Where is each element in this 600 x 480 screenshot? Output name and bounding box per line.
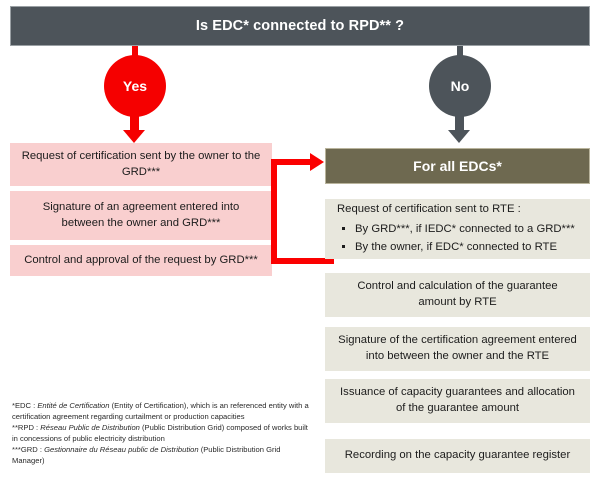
list-item: By GRD***, if IEDC* connected to a GRD**… xyxy=(337,222,578,238)
footnote-rpd-marker: **RPD : xyxy=(12,423,41,432)
footnote-rpd-italic: Réseau Public de Distribution xyxy=(40,423,140,432)
right-step-5-text: Recording on the capacity guarantee regi… xyxy=(344,449,571,462)
decision-question-text: Is EDC* connected to RPD** ? xyxy=(195,18,405,34)
right-step-1-bullet-2: By the owner, if EDC* connected to RTE xyxy=(355,240,557,253)
right-column-title-box: For all EDCs* xyxy=(325,148,590,184)
bullet-dot-icon xyxy=(342,227,345,231)
right-step-box-5: Recording on the capacity guarantee regi… xyxy=(325,439,590,473)
no-arrow-head-icon xyxy=(448,130,470,143)
right-step-4-text: Issuance of capacity guarantees and allo… xyxy=(340,386,575,414)
right-step-box-1: Request of certification sent to RTE : B… xyxy=(325,199,590,259)
right-step-box-2: Control and calculation of the guarantee… xyxy=(325,273,590,317)
left-step-3-text: Control and approval of the request by G… xyxy=(24,253,258,266)
yes-arrow-head-icon xyxy=(123,130,145,143)
footnote-rpd-rest: (Public Distribution Grid) composed of w… xyxy=(12,423,308,443)
connector-arrow-head-icon xyxy=(310,153,324,171)
connector-segment-horizontal-upper xyxy=(271,159,314,165)
connector-segment-horizontal-lower xyxy=(272,258,334,264)
left-step-box-3: Control and approval of the request by G… xyxy=(10,245,272,276)
footnote-edc-marker: *EDC : xyxy=(12,401,38,410)
left-step-1-text: Request of certification sent by the own… xyxy=(21,150,261,178)
yes-stem-connector xyxy=(132,46,138,58)
right-step-1-bullet-1: By GRD***, if IEDC* connected to a GRD**… xyxy=(355,223,575,236)
list-item: By the owner, if EDC* connected to RTE xyxy=(337,240,578,256)
no-arrow-shaft xyxy=(455,112,464,131)
yes-arrow-shaft xyxy=(130,112,139,131)
footnote-edc-italic: Entité de Certification xyxy=(37,401,110,410)
left-step-box-1: Request of certification sent by the own… xyxy=(10,143,272,186)
yes-branch-circle: Yes xyxy=(104,55,166,117)
footnote-grd: ***GRD : Gestionnaire du Réseau public d… xyxy=(12,444,312,466)
decision-header-bar: Is EDC* connected to RPD** ? xyxy=(10,6,590,46)
yes-branch-label: Yes xyxy=(122,78,148,94)
connector-segment-vertical xyxy=(271,159,277,264)
right-step-1-bullet-list: By GRD***, if IEDC* connected to a GRD**… xyxy=(337,220,578,256)
left-step-box-2: Signature of an agreement entered into b… xyxy=(10,191,272,240)
footnote-edc-rest: (Entity of Certification), which is an r… xyxy=(12,401,309,421)
footnote-grd-rest: (Public Distribution Grid Manager) xyxy=(12,445,281,465)
left-step-2-text: Signature of an agreement entered into b… xyxy=(42,201,240,229)
right-step-3-text: Signature of the certification agreement… xyxy=(338,334,577,362)
no-branch-circle: No xyxy=(429,55,491,117)
footnote-rpd: **RPD : Réseau Public de Distribution (P… xyxy=(12,422,312,444)
right-column-title-text: For all EDCs* xyxy=(413,158,502,174)
right-step-2-text: Control and calculation of the guarantee… xyxy=(357,280,558,308)
footnotes-block: *EDC : Entité de Certification (Entity o… xyxy=(12,400,312,466)
no-stem-connector xyxy=(457,46,463,58)
no-branch-label: No xyxy=(450,78,470,94)
bullet-dot-icon xyxy=(342,244,345,248)
footnote-edc: *EDC : Entité de Certification (Entity o… xyxy=(12,400,312,422)
footnote-grd-italic: Gestionnaire du Réseau public de Distrib… xyxy=(44,445,199,454)
right-step-box-3: Signature of the certification agreement… xyxy=(325,327,590,371)
right-step-1-intro: Request of certification sent to RTE : xyxy=(337,203,521,216)
footnote-grd-marker: ***GRD : xyxy=(12,445,45,454)
right-step-box-4: Issuance of capacity guarantees and allo… xyxy=(325,379,590,423)
